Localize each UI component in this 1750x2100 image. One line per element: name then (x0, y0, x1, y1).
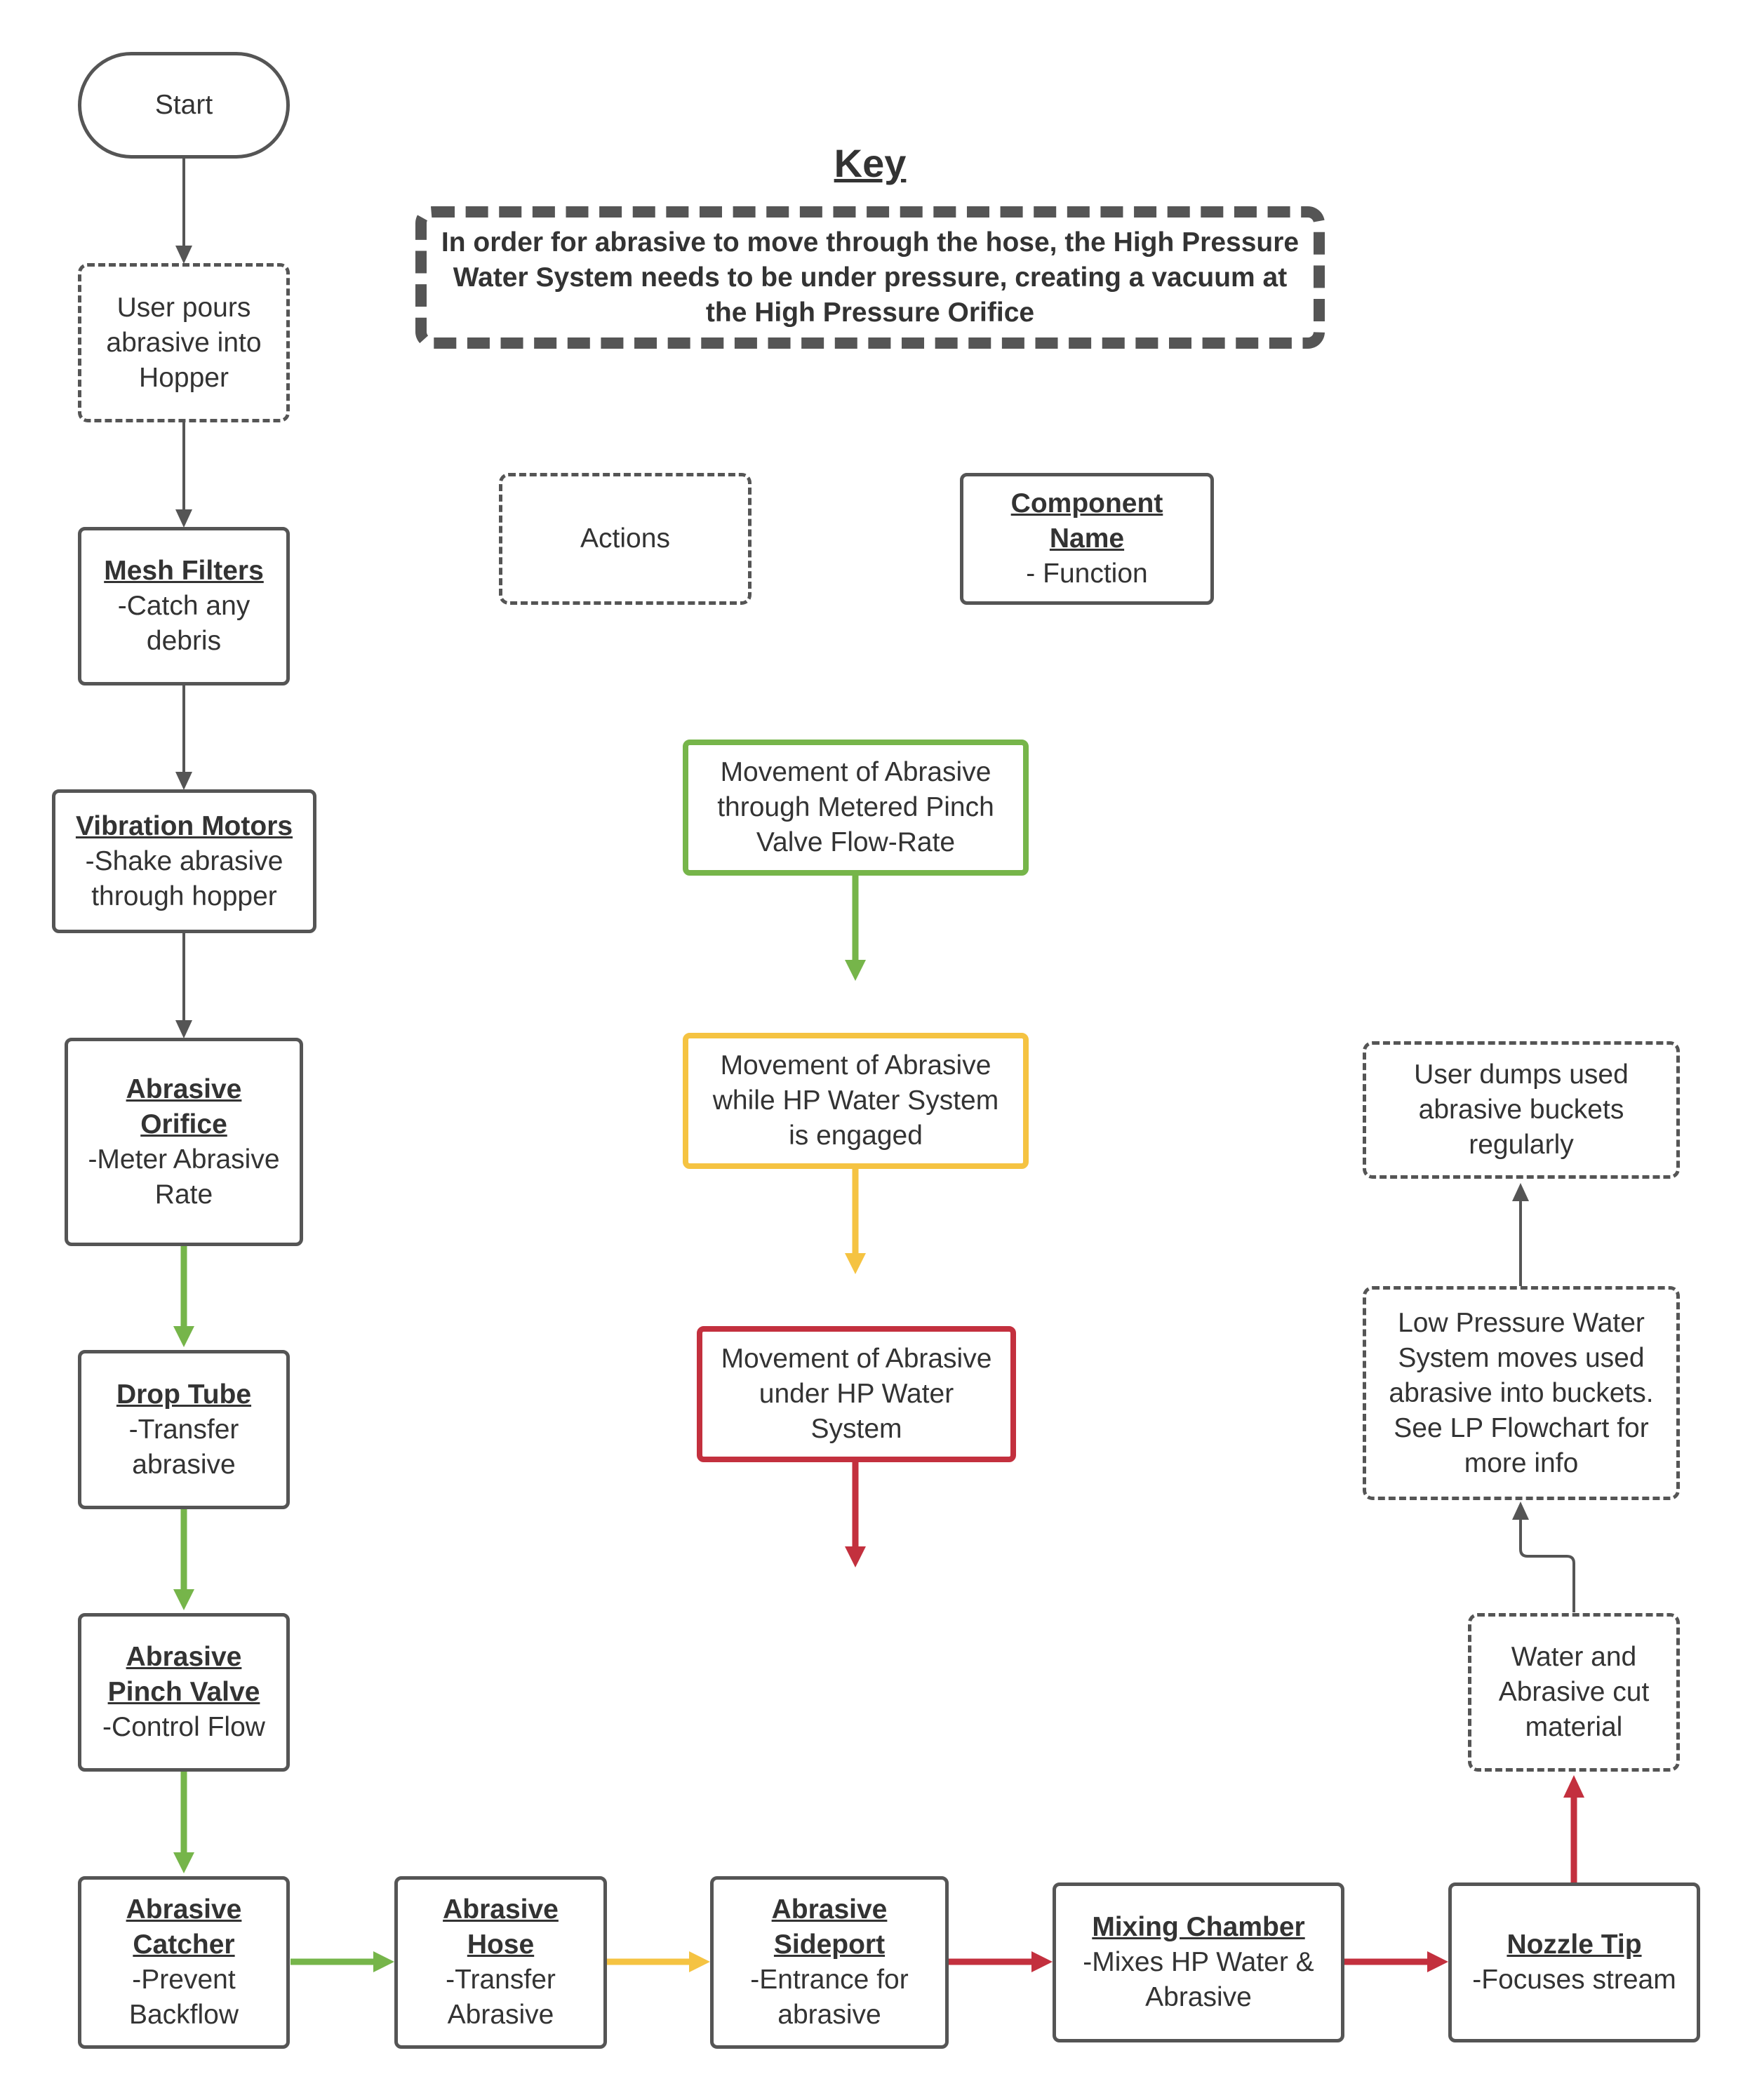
key-red-legend: Movement of Abrasive under HP Water Syst… (697, 1326, 1016, 1462)
component-function: -Shake abrasive through hopper (85, 845, 283, 911)
component-name: Drop Tube (116, 1379, 252, 1410)
component-function: -Mixes HP Water & Abrasive (1083, 1947, 1314, 2012)
component-name: Mesh Filters (104, 556, 264, 586)
component-function: -Control Flow (102, 1712, 265, 1742)
key-title: Key (834, 141, 907, 185)
component-abrasive-hose: Abrasive Hose -Transfer Abrasive (394, 1876, 607, 2049)
component-mesh-filters: Mesh Filters -Catch any debris (78, 527, 290, 685)
action-low-pressure: Low Pressure Water System moves used abr… (1363, 1286, 1680, 1500)
component-nozzle-tip: Nozzle Tip -Focuses stream (1448, 1882, 1700, 2042)
key-note-text: In order for abrasive to move through th… (441, 227, 1300, 328)
key-red-legend-text: Movement of Abrasive under HP Water Syst… (721, 1344, 992, 1444)
action-water-cut-text: Water and Abrasive cut material (1498, 1642, 1650, 1742)
component-name: Abrasive Catcher (126, 1894, 242, 1960)
action-water-cut: Water and Abrasive cut material (1468, 1613, 1680, 1772)
component-function: -Catch any debris (117, 591, 251, 656)
component-function: -Prevent Backflow (128, 1965, 239, 2030)
key-component-name: Component Name (1010, 488, 1163, 554)
component-name: Abrasive Sideport (771, 1894, 888, 1960)
component-abrasive-sideport: Abrasive Sideport -Entrance for abrasive (710, 1876, 949, 2049)
component-abrasive-orifice: Abrasive Orifice -Meter Abrasive Rate (65, 1038, 303, 1246)
component-function: -Focuses stream (1472, 1965, 1676, 1995)
component-name: Abrasive Pinch Valve (107, 1642, 260, 1707)
key-note: In order for abrasive to move through th… (415, 206, 1325, 349)
key-yellow-legend-text: Movement of Abrasive while HP Water Syst… (712, 1050, 999, 1151)
action-user-dumps: User dumps used abrasive buckets regular… (1363, 1041, 1680, 1179)
component-abrasive-catcher: Abrasive Catcher -Prevent Backflow (78, 1876, 290, 2049)
action-user-pours-text: User pours abrasive into Hopper (106, 292, 262, 393)
start-terminal: Start (78, 52, 290, 159)
component-function: -Meter Abrasive Rate (88, 1144, 280, 1210)
action-user-dumps-text: User dumps used abrasive buckets regular… (1414, 1059, 1629, 1160)
key-actions-sample: Actions (499, 473, 752, 605)
component-function: -Entrance for abrasive (750, 1965, 909, 2030)
component-name: Vibration Motors (75, 810, 293, 841)
key-component-sample: Component Name - Function (960, 473, 1214, 605)
action-low-pressure-text: Low Pressure Water System moves used abr… (1389, 1307, 1654, 1478)
key-component-function: - Function (1026, 559, 1148, 589)
key-actions-label: Actions (580, 523, 670, 554)
component-name: Abrasive Hose (443, 1894, 559, 1960)
key-green-legend: Movement of Abrasive through Metered Pin… (683, 740, 1029, 876)
component-name: Nozzle Tip (1507, 1930, 1642, 1960)
component-pinch-valve: Abrasive Pinch Valve -Control Flow (78, 1613, 290, 1772)
component-name: Mixing Chamber (1092, 1912, 1305, 1942)
key-yellow-legend: Movement of Abrasive while HP Water Syst… (683, 1033, 1029, 1169)
action-user-pours: User pours abrasive into Hopper (78, 263, 290, 422)
component-mixing-chamber: Mixing Chamber -Mixes HP Water & Abrasiv… (1053, 1882, 1344, 2042)
component-drop-tube: Drop Tube -Transfer abrasive (78, 1350, 290, 1509)
key-green-legend-text: Movement of Abrasive through Metered Pin… (717, 757, 994, 857)
start-label: Start (154, 90, 213, 120)
component-vibration-motors: Vibration Motors -Shake abrasive through… (52, 789, 316, 933)
arrow-cut-to-lowpressure (1519, 1520, 1575, 1612)
component-function: -Transfer abrasive (128, 1414, 239, 1480)
component-function: -Transfer Abrasive (446, 1965, 556, 2030)
component-name: Abrasive Orifice (126, 1074, 242, 1139)
